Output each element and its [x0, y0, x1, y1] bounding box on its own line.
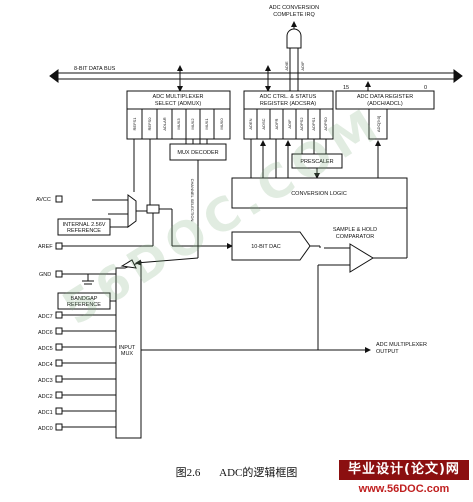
adc6-label: ADC6: [38, 330, 53, 336]
caption-title: ADC的逻辑框图: [219, 467, 298, 479]
admux-title-line2: SELECT (ADMUX): [155, 101, 202, 107]
mux-decoder-label: MUX DECODER: [177, 150, 218, 156]
channel-selection-label: CHANNEL SELECTION: [190, 179, 195, 222]
conversion-logic-label: CONVERSION LOGIC: [291, 191, 347, 197]
input-mux-line1: INPUT: [119, 345, 136, 351]
bit-adsc: ADSC: [261, 118, 266, 129]
input-mux-line2: MUX: [121, 351, 134, 357]
irq-adif: ADIF: [300, 61, 305, 71]
bit-refs1: REFS1: [132, 117, 137, 131]
bit-mux0: MUX0: [219, 118, 224, 130]
site-brand[interactable]: 毕业设计(论文)网 www.56DOC.com: [339, 460, 469, 498]
sample-hold-line1: SAMPLE & HOLD: [333, 227, 377, 233]
adc0-label: ADC0: [38, 426, 53, 432]
adcsra-title-line2: REGISTER (ADCSRA): [260, 101, 316, 107]
reference-mux: [127, 194, 137, 228]
bit-mux3: MUX3: [176, 118, 181, 130]
bandgap-line1: BANDGAP: [71, 296, 98, 302]
mux-output-line2: OUTPUT: [376, 349, 399, 355]
adc4-label: ADC4: [38, 362, 53, 368]
bit-adc-data: ADC[9:0]: [376, 116, 381, 132]
dac-label: 10-BIT DAC: [251, 244, 281, 250]
prescaler-label: PRESCALER: [300, 159, 333, 165]
bit-adps1: ADPS1: [311, 117, 316, 131]
adc-input-pins: [55, 311, 116, 431]
data-bus-label: 8-BIT DATA BUS: [74, 66, 116, 72]
bandgap-line2: REFERENCE: [67, 302, 101, 308]
gnd-label: GND: [39, 272, 51, 278]
sample-hold-line2: COMPARATOR: [336, 234, 375, 240]
bit-aden: ADEN: [248, 118, 253, 129]
brand-title: 毕业设计(论文)网: [339, 460, 469, 480]
bit-adlar: ADLAR: [162, 117, 167, 130]
caption-figure-number: 图2.6: [175, 467, 201, 479]
irq-label-line2: COMPLETE IRQ: [273, 12, 315, 18]
adc2-label: ADC2: [38, 394, 53, 400]
aref-pin: [55, 242, 63, 250]
irq-and-gate: [286, 28, 302, 49]
bit-adps0: ADPS0: [323, 117, 328, 131]
gnd-pin: [55, 270, 63, 278]
bit-mux1: MUX1: [204, 118, 209, 130]
adc3-label: ADC3: [38, 378, 53, 384]
data-register-title-line1: ADC DATA REGISTER: [357, 94, 413, 100]
adc1-label: ADC1: [38, 410, 53, 416]
data-register-title-line2: (ADCH/ADCL): [367, 101, 403, 107]
bit-adif: ADIF: [287, 119, 292, 129]
aref-label: AREF: [38, 244, 53, 250]
bit-mux2: MUX2: [190, 118, 195, 130]
conversion-logic: [231, 177, 408, 209]
irq-adie: ADIE: [284, 61, 289, 71]
irq-label-line1: ADC CONVERSION: [269, 5, 319, 11]
figure-caption: 图2.6 ADC的逻辑框图: [0, 464, 473, 480]
bit-adfr: ADFR: [274, 118, 279, 129]
adcsra-title-line1: ADC CTRL. & STATUS: [260, 94, 317, 100]
bit-adps2: ADPS2: [299, 117, 304, 131]
internal-ref-line1: INTERNAL 2.56V: [63, 222, 106, 228]
bit-refs0: REFS0: [147, 117, 152, 131]
admux-title-line1: ADC MULTIPLEXER: [153, 94, 204, 100]
adc5-label: ADC5: [38, 346, 53, 352]
brand-url[interactable]: www.56DOC.com: [358, 483, 450, 495]
mux-output-line1: ADC MULTIPLEXER: [376, 342, 427, 348]
dac-10bit: [231, 231, 311, 261]
adc-pin-labels: ADC7 ADC6 ADC5 ADC4 ADC3 ADC2 ADC1 ADC0: [38, 314, 53, 432]
internal-ref-line2: REFERENCE: [67, 228, 101, 234]
reference-switch: [146, 204, 160, 214]
data-reg-high-bit: 15: [343, 85, 349, 91]
sample-hold-comparator: [349, 243, 374, 273]
adc7-label: ADC7: [38, 314, 53, 320]
avcc-label: AVCC: [36, 197, 51, 203]
avcc-pin: [55, 195, 63, 203]
data-reg-low-bit: 0: [424, 85, 427, 91]
